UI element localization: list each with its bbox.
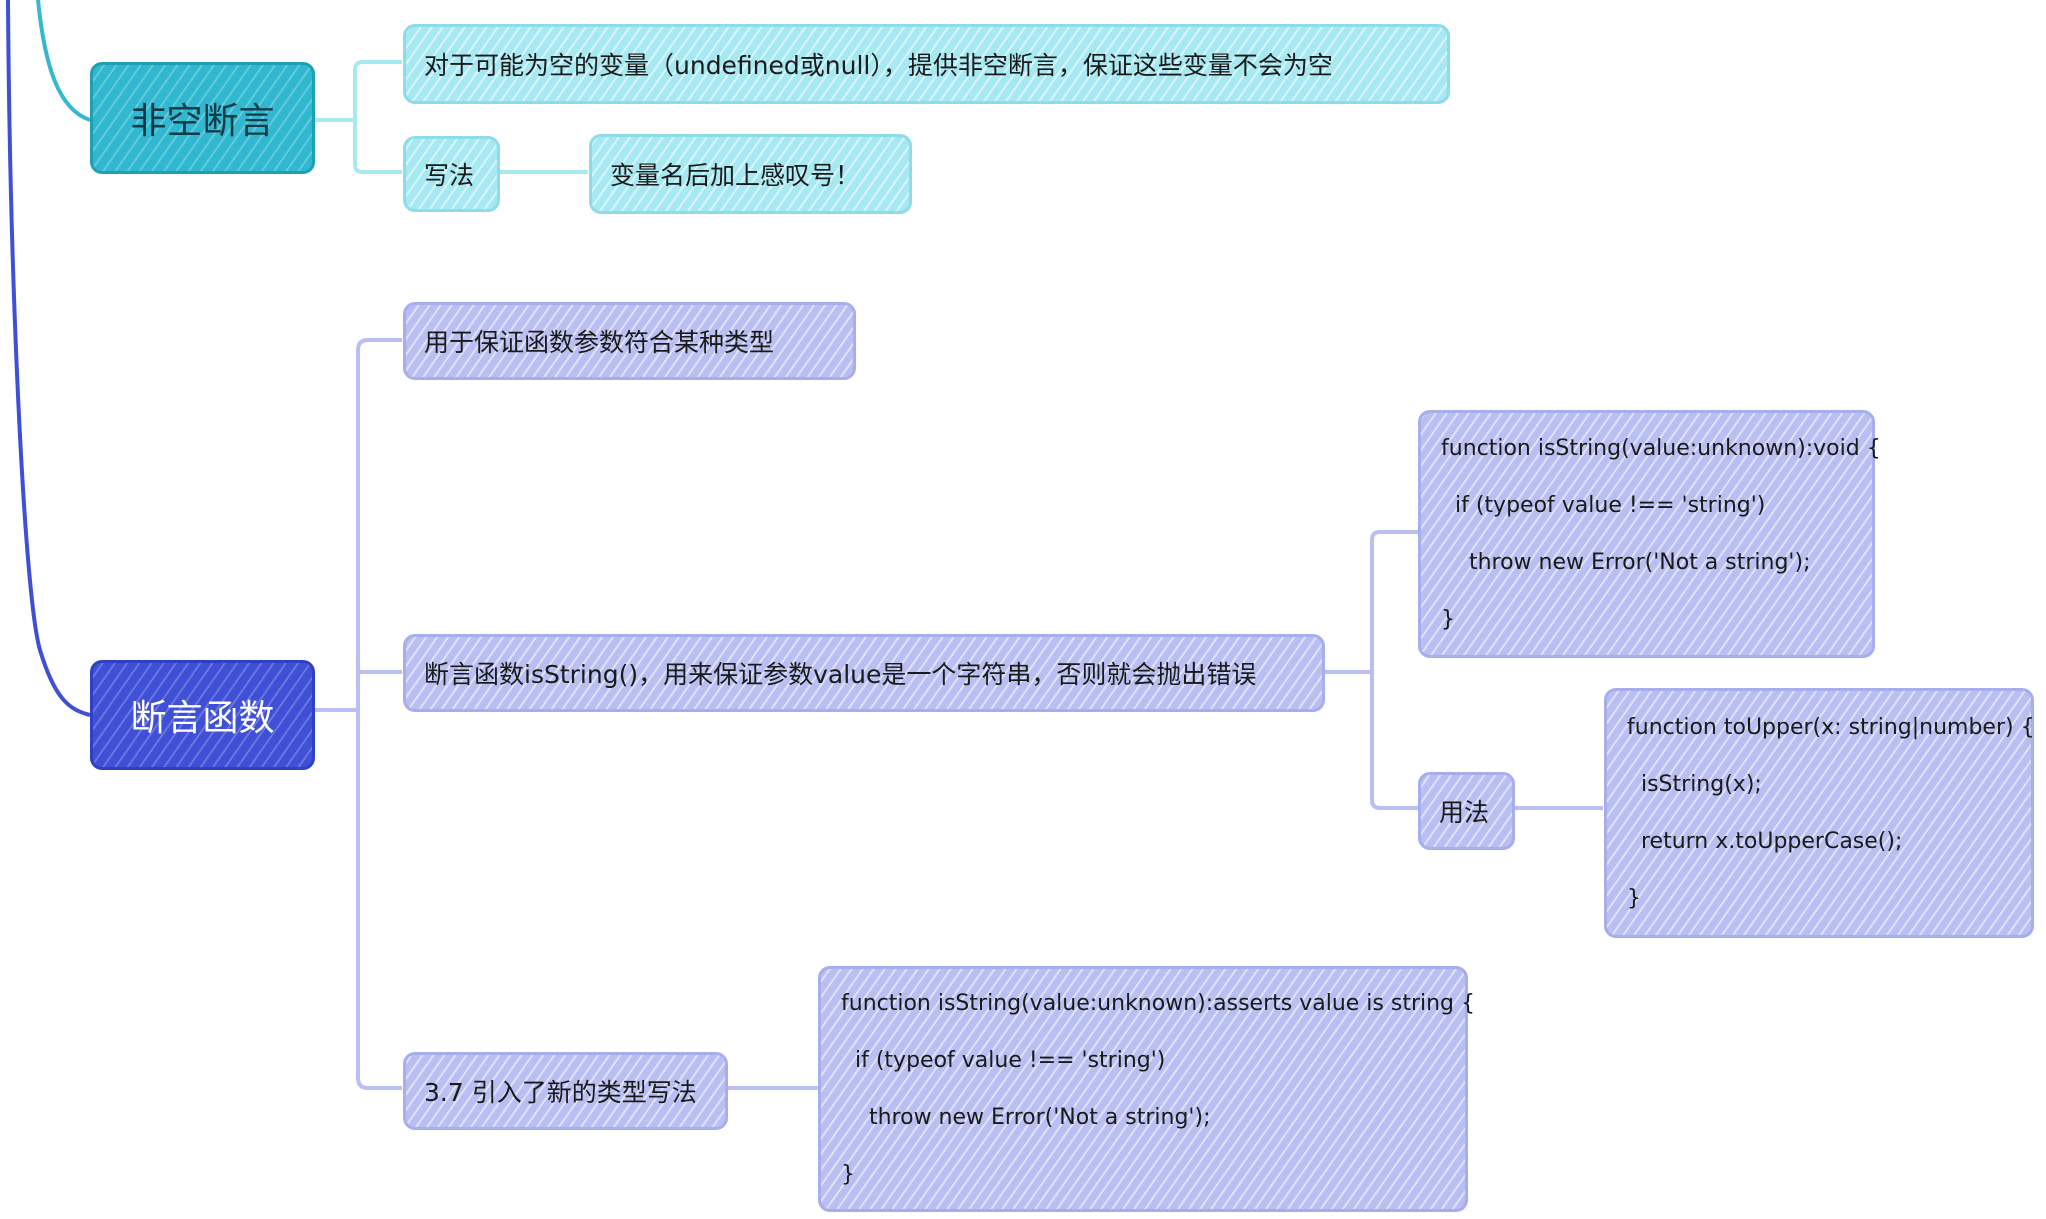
connector-assert-branches xyxy=(315,338,402,1090)
assert-purpose-text: 用于保证函数参数符合某种类型 xyxy=(424,328,775,357)
code-line: return x.toUpperCase(); xyxy=(1627,829,1903,854)
non-null-syntax-label-text: 写法 xyxy=(424,161,475,190)
topic-non-null-assertion[interactable]: 非空断言 xyxy=(90,62,315,174)
trunk-line-cyan xyxy=(36,0,91,122)
assert-purpose[interactable]: 用于保证函数参数符合某种类型 xyxy=(403,302,856,380)
non-null-syntax-label[interactable]: 写法 xyxy=(403,136,500,212)
new-syntax-code-block[interactable]: function isString(value:unknown):asserts… xyxy=(818,966,1475,1212)
assert-code-block[interactable]: function isString(value:unknown):void { … xyxy=(1418,410,1881,658)
code-line: } xyxy=(1441,607,1455,632)
code-line: if (typeof value !== 'string') xyxy=(1441,493,1766,518)
code-line: function isString(value:unknown):asserts… xyxy=(841,991,1476,1016)
connector-nonnull-branches xyxy=(315,60,402,174)
new-syntax-label[interactable]: 3.7 引入了新的类型写法 xyxy=(403,1052,728,1130)
topic-non-null-title: 非空断言 xyxy=(130,101,275,142)
code-line: } xyxy=(841,1162,855,1187)
connector-desc-branches xyxy=(1325,530,1418,810)
code-line: throw new Error('Not a string'); xyxy=(841,1105,1211,1130)
code-line: function isString(value:unknown):void { xyxy=(1441,436,1881,461)
code-line: throw new Error('Not a string'); xyxy=(1441,550,1811,575)
assert-description-text: 断言函数isString()，用来保证参数value是一个字符串，否则就会抛出错… xyxy=(424,660,1257,689)
topic-assertion-function[interactable]: 断言函数 xyxy=(90,660,315,770)
code-line: } xyxy=(1627,886,1641,911)
topic-assertion-function-title: 断言函数 xyxy=(130,698,275,739)
non-null-syntax-value[interactable]: 变量名后加上感叹号！ xyxy=(589,134,912,214)
usage-code-block[interactable]: function toUpper(x: string|number) { isS… xyxy=(1604,688,2035,938)
code-line: if (typeof value !== 'string') xyxy=(841,1048,1166,1073)
non-null-description[interactable]: 对于可能为空的变量（undefined或null），提供非空断言，保证这些变量不… xyxy=(403,24,1450,104)
usage-label[interactable]: 用法 xyxy=(1418,772,1515,850)
trunk-line-blue xyxy=(6,0,91,717)
assert-description[interactable]: 断言函数isString()，用来保证参数value是一个字符串，否则就会抛出错… xyxy=(403,634,1325,712)
usage-label-text: 用法 xyxy=(1439,798,1490,827)
non-null-syntax-value-text: 变量名后加上感叹号！ xyxy=(610,161,861,190)
new-syntax-label-text: 3.7 引入了新的类型写法 xyxy=(424,1078,697,1107)
code-line: isString(x); xyxy=(1627,772,1762,797)
code-line: function toUpper(x: string|number) { xyxy=(1627,715,2035,740)
non-null-description-text: 对于可能为空的变量（undefined或null），提供非空断言，保证这些变量不… xyxy=(424,51,1333,80)
